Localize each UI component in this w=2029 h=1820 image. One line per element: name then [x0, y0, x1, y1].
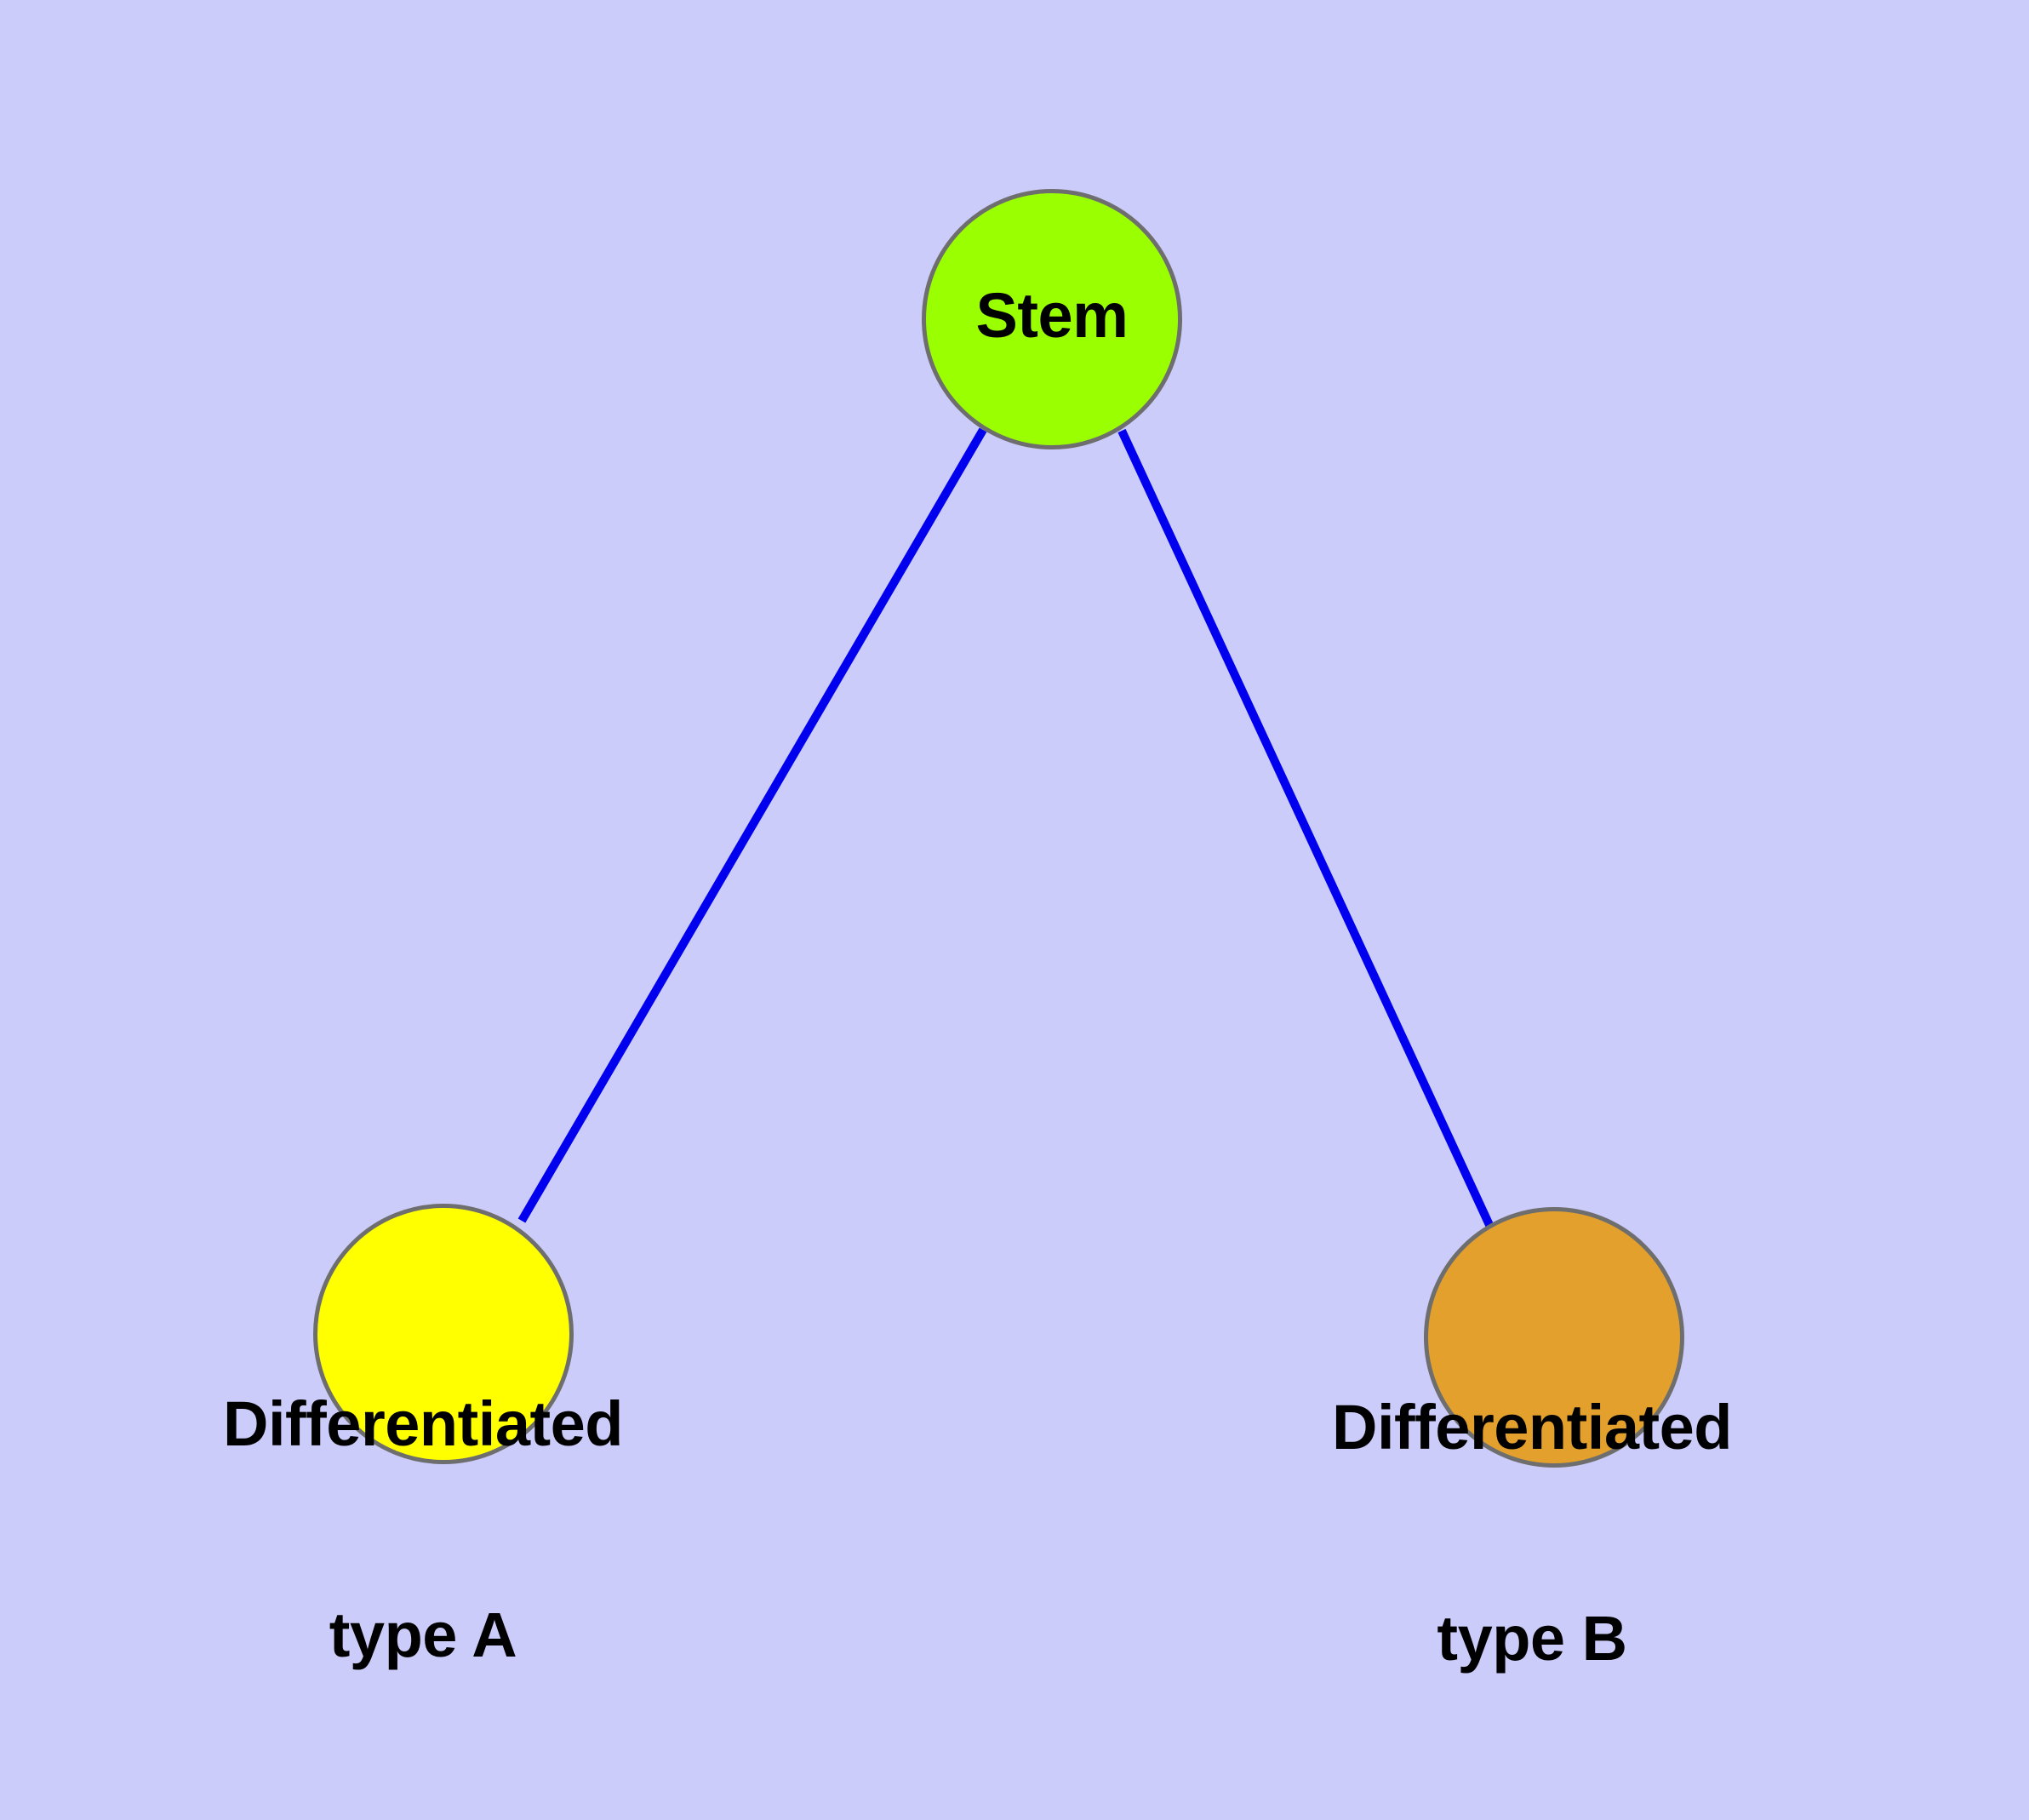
node-differentiated-type-b[interactable] — [1424, 1207, 1684, 1468]
node-differentiated-type-a[interactable] — [313, 1204, 574, 1464]
edge-stem-to-differentiated-type-b[interactable] — [1117, 428, 1494, 1228]
node-stem[interactable] — [922, 189, 1182, 449]
edge-stem-to-differentiated-type-a[interactable] — [517, 427, 987, 1223]
